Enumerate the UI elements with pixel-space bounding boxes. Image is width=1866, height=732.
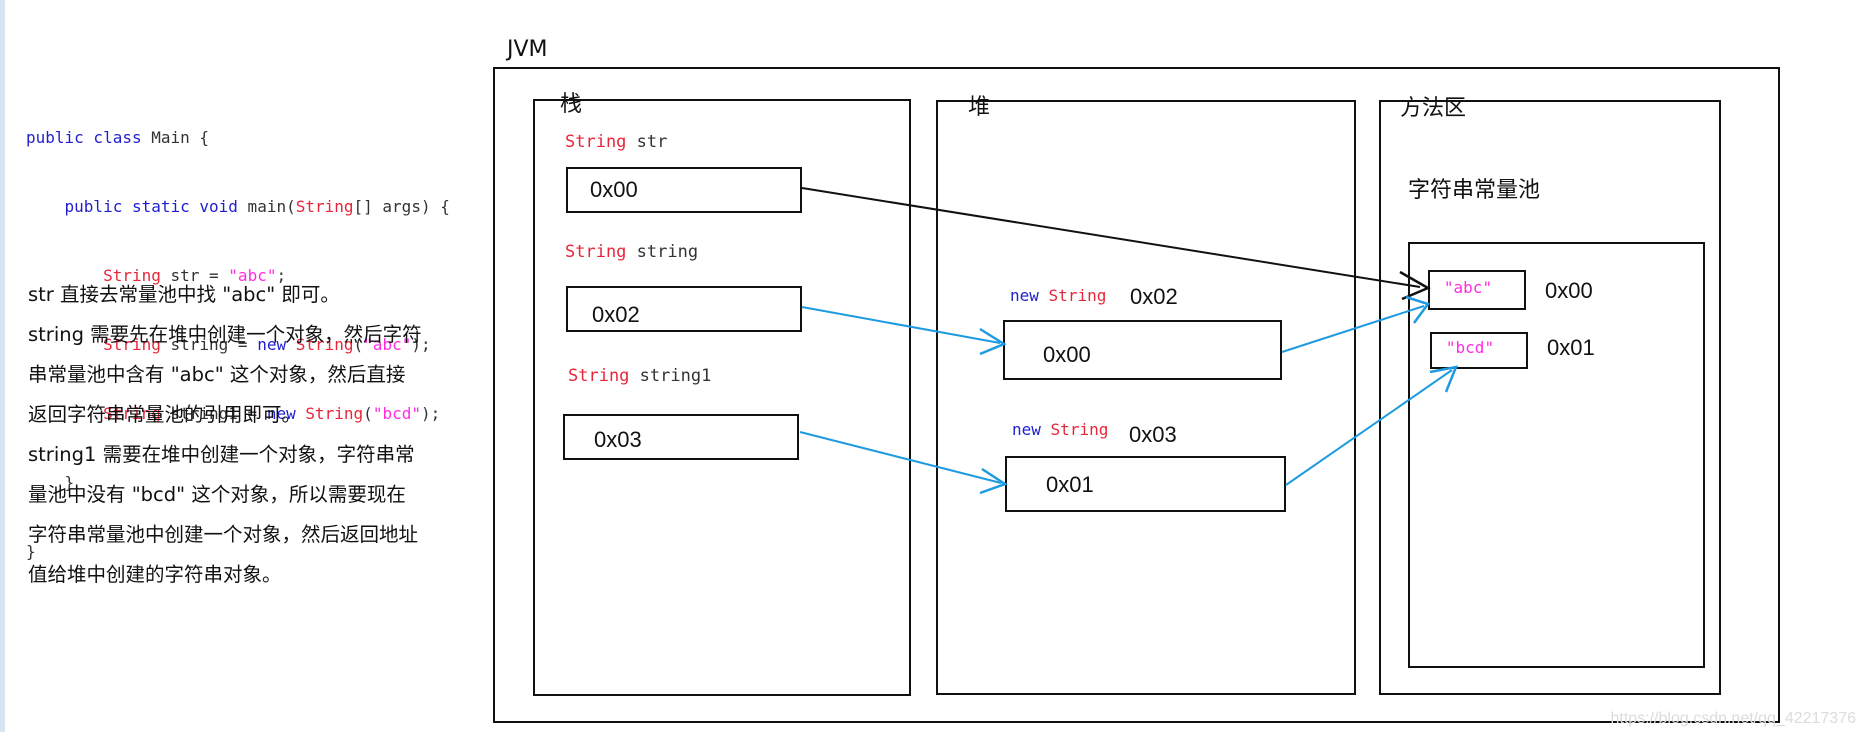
explanation-line: 字符串常量池中创建一个对象，然后返回地址: [28, 523, 419, 546]
arrow-string1-to-heap2: [799, 431, 1008, 495]
method-area-box: [1379, 100, 1721, 695]
watermark: https://blog.csdn.net/qq_42217376: [1610, 710, 1856, 727]
pool-entry-abc-addr: 0x00: [1545, 278, 1593, 303]
explanation-line: string1 需要在堆中创建一个对象，字符串常: [28, 443, 415, 466]
pool-entry-bcd: [1430, 332, 1528, 369]
arrow-heap1-to-abc: [1281, 295, 1431, 353]
jvm-title: JVM: [507, 37, 548, 62]
pool-entry-bcd-value: "bcd": [1445, 338, 1495, 357]
stack-slot-string-value: 0x02: [592, 302, 640, 327]
stack-var-label-str: String str: [565, 132, 668, 152]
explanation-line: 值给堆中创建的字符串对象。: [28, 563, 282, 586]
heap-object-addr-1: 0x02: [1130, 284, 1178, 309]
stack-slot-str: [566, 167, 802, 213]
code-line-4: String string = new String("abc");: [103, 335, 431, 354]
explanation-line: 量池中没有 "bcd" 这个对象，所以需要现在: [28, 483, 406, 506]
left-edge-bar: [0, 0, 5, 732]
pool-entry-abc-value: "abc": [1443, 278, 1493, 297]
jvm-box: [493, 67, 1780, 723]
string-pool-title: 字符串常量池: [1408, 178, 1541, 203]
stack-var-label-string: String string: [565, 242, 699, 262]
stack-slot-string1-value: 0x03: [594, 427, 642, 452]
explanation-line: str 直接去常量池中找 "abc" 即可。: [28, 283, 340, 306]
code-line-1: public class Main {: [26, 128, 210, 147]
heap-object-1: [1003, 320, 1282, 380]
heap-object-label-1: new String: [1010, 286, 1107, 305]
pool-entry-abc: [1428, 270, 1526, 310]
heap-object-label-2: new String: [1012, 420, 1109, 439]
stack-slot-string: [566, 286, 802, 332]
stack-slot-str-value: 0x00: [590, 177, 638, 202]
stack-var-label-string1: String string1: [568, 366, 712, 386]
heap-object-1-value: 0x00: [1043, 342, 1091, 367]
arrow-heap2-to-bcd: [1285, 365, 1459, 486]
arrow-str-to-abc: [801, 187, 1431, 301]
explanation-line: 串常量池中含有 "abc" 这个对象，然后直接: [28, 363, 406, 386]
explanation-line: string 需要先在堆中创建一个对象，然后字符: [28, 323, 422, 346]
explanation-line: 返回字符串常量池的引用即可。: [28, 403, 302, 426]
string-pool-box: [1408, 242, 1705, 668]
heap-object-addr-2: 0x03: [1129, 422, 1177, 447]
code-line-3: String str = "abc";: [103, 266, 287, 285]
heap-title: 堆: [968, 95, 991, 120]
stack-slot-string1: [563, 414, 799, 460]
code-line-6: }: [64, 473, 75, 492]
code-line-2: public static void main(String[] args) {: [64, 197, 450, 216]
heap-object-2-value: 0x01: [1046, 472, 1094, 497]
arrow-string-to-heap1: [801, 306, 1007, 356]
heap-box: [936, 100, 1356, 695]
code-line-7: }: [26, 542, 36, 561]
stack-box: [533, 99, 911, 696]
code-line-5: String string1 = new String("bcd");: [103, 404, 441, 423]
code-snippet: public class Main { public static void m…: [26, 80, 450, 586]
method-area-title: 方法区: [1400, 96, 1467, 121]
pool-entry-bcd-addr: 0x01: [1547, 335, 1595, 360]
stack-title: 栈: [560, 92, 583, 117]
explanation-text: str 直接去常量池中找 "abc" 即可。 string 需要先在堆中创建一个…: [28, 275, 488, 595]
